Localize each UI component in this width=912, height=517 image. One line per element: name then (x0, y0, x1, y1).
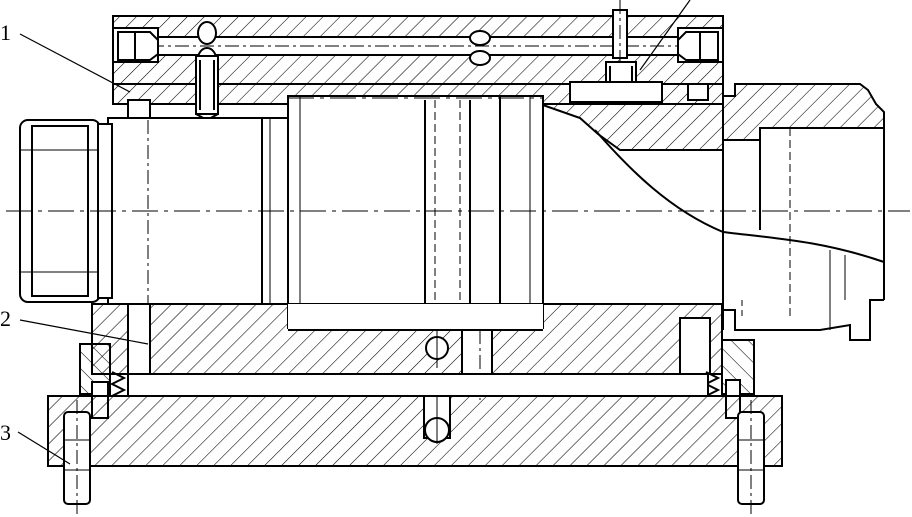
leader-lines (17, 0, 691, 465)
base-plate (47, 373, 783, 514)
callout-3-label: 3 (0, 420, 11, 445)
right-shaft-section (539, 83, 885, 341)
main-cylinder (6, 95, 910, 329)
callout-2-label: 2 (0, 306, 11, 331)
callout-1-label: 1 (0, 20, 11, 45)
